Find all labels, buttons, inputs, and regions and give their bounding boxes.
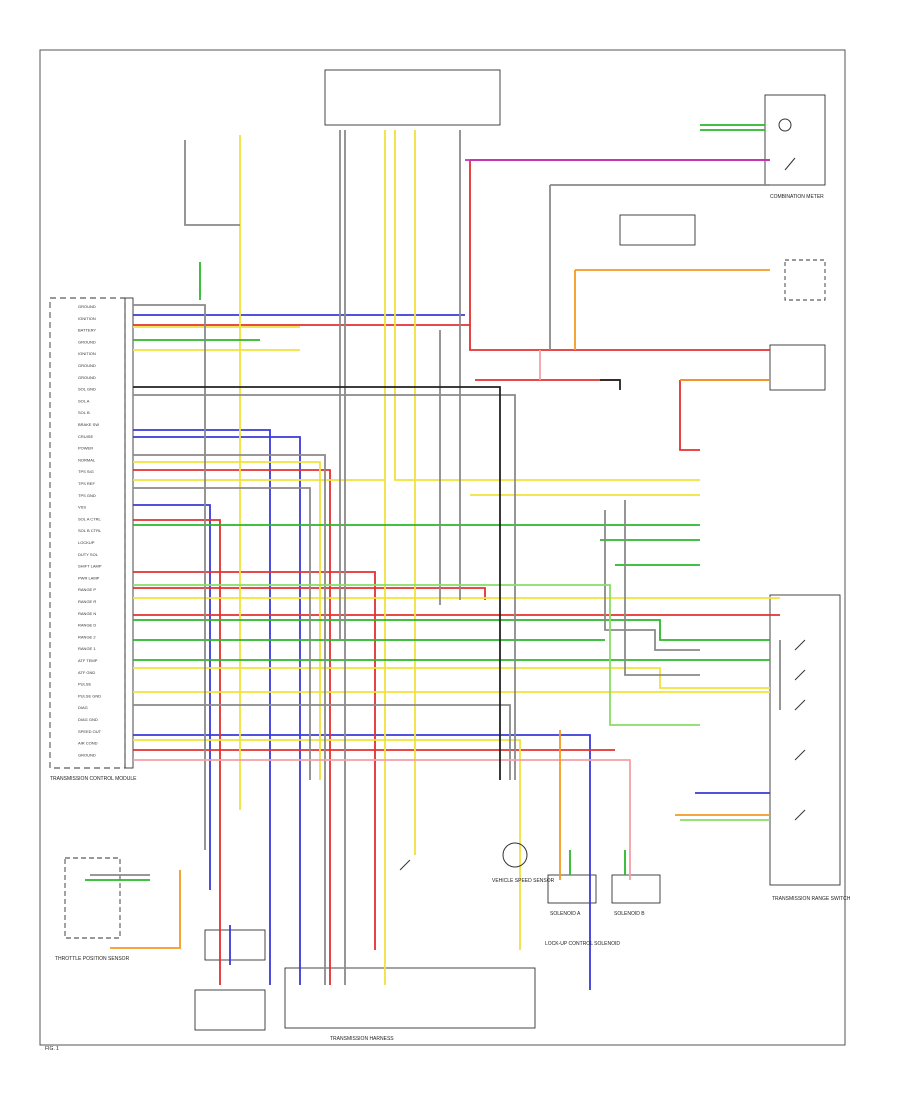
ecu-pin-labels: GROUND IGNITION BATTERY GROUND IGNITION GROUN… bbox=[78, 304, 102, 757]
ecu-connector bbox=[124, 297, 134, 769]
connector-block-left bbox=[204, 929, 266, 961]
solenoid-b-box bbox=[611, 874, 661, 904]
ecu-pin-label: SOL A CTRL bbox=[78, 516, 102, 521]
ecu-pin-label: TPS GND bbox=[78, 493, 96, 498]
ecu-pin-label: DIAG bbox=[78, 705, 88, 710]
ecu-pin-label: NORMAL bbox=[78, 457, 96, 462]
wires-red bbox=[133, 159, 780, 985]
ecu-pin-label: GROUND bbox=[78, 752, 96, 757]
ecu-pin-label: LOCKUP bbox=[78, 540, 95, 545]
wires-gray bbox=[90, 130, 781, 985]
solenoid-b-label: SOLENOID B bbox=[614, 911, 645, 917]
cluster-label: COMBINATION METER bbox=[770, 194, 824, 200]
relay-box bbox=[619, 214, 696, 246]
ecu-pin-label: PULSE bbox=[78, 682, 91, 687]
range-switch-label: TRANSMISSION RANGE SWITCH bbox=[772, 896, 851, 902]
wires-blue bbox=[133, 314, 770, 990]
fuse-block bbox=[324, 69, 501, 126]
ecu-pin-label: PWR LAMP bbox=[78, 575, 100, 580]
ecu-pin-label: BRAKE SW bbox=[78, 422, 99, 427]
ecu-pin-label: PULSE GND bbox=[78, 693, 101, 698]
brake-switch-box bbox=[769, 344, 826, 391]
ecu-pin-label: SHIFT LAMP bbox=[78, 564, 102, 569]
lockup-label: LOCK-UP CONTROL SOLENOID bbox=[545, 941, 620, 947]
ecu-label: TRANSMISSION CONTROL MODULE bbox=[50, 776, 137, 782]
ecu-pin-label: RANGE D bbox=[78, 623, 96, 628]
switch-symbols bbox=[399, 118, 806, 871]
ecu-pin-label: GROUND bbox=[78, 363, 96, 368]
ecu-pin-label: RANGE P bbox=[78, 587, 96, 592]
component-boxes bbox=[49, 69, 841, 1031]
ecu-pin-label: SPEED OUT bbox=[78, 729, 102, 734]
ecu-pin-label: GROUND bbox=[78, 339, 96, 344]
wires-other bbox=[110, 159, 770, 949]
ecu-pin-label: SOL GND bbox=[78, 387, 96, 392]
combination-meter-box bbox=[764, 94, 826, 186]
ecu-pin-label: DUTY SOL bbox=[78, 552, 99, 557]
ecu-pin-label: IGNITION bbox=[78, 351, 96, 356]
ecu-pin-label: POWER bbox=[78, 446, 93, 451]
ecu-pin-label: IGNITION bbox=[78, 316, 96, 321]
wires-green bbox=[85, 124, 770, 881]
solenoid-a-label: SOLENOID A bbox=[550, 911, 581, 917]
ecu-pin-label: AIR COND bbox=[78, 741, 98, 746]
ecu-pin-label: ATF GND bbox=[78, 670, 95, 675]
ecu-pin-label: ATF TEMP bbox=[78, 658, 98, 663]
tps-label: THROTTLE POSITION SENSOR bbox=[55, 956, 130, 962]
ecu-pin-label: RANGE 2 bbox=[78, 634, 96, 639]
sensor-box bbox=[194, 989, 266, 1031]
ecu-pin-label: TPS SIG bbox=[78, 469, 94, 474]
ecu-pin-label: CRUISE bbox=[78, 434, 93, 439]
ecu-pin-label: GROUND bbox=[78, 304, 96, 309]
ecu-pin-label: SOL B CTRL bbox=[78, 528, 102, 533]
ecu-pin-label: RANGE 1 bbox=[78, 646, 96, 651]
wires-yellow bbox=[133, 130, 780, 985]
tps-box bbox=[64, 857, 121, 939]
solenoid-a-box bbox=[547, 874, 597, 904]
ecu-pin-label: VSS bbox=[78, 505, 86, 510]
figure-label: FIG. 1 bbox=[45, 1046, 59, 1052]
ecu-pin-label: SOL A bbox=[78, 398, 90, 403]
ecu-pin-label: BATTERY bbox=[78, 328, 96, 333]
harness-label: TRANSMISSION HARNESS bbox=[330, 1036, 394, 1042]
ecu-pin-label: TPS REF bbox=[78, 481, 95, 486]
ecu-pin-label: RANGE N bbox=[78, 611, 96, 616]
diagram-frame bbox=[39, 49, 846, 1046]
speed-sensor-label: VEHICLE SPEED SENSOR bbox=[492, 878, 555, 884]
ecu-pin-label: GROUND bbox=[78, 375, 96, 380]
ecu-pin-label: RANGE R bbox=[78, 599, 96, 604]
transmission-harness-box bbox=[284, 967, 536, 1029]
ecu-pin-label: SOL B bbox=[78, 410, 90, 415]
range-switch-box bbox=[769, 594, 841, 886]
cruise-unit-box bbox=[784, 259, 826, 301]
ecu-pin-label: DIAG GND bbox=[78, 717, 98, 722]
